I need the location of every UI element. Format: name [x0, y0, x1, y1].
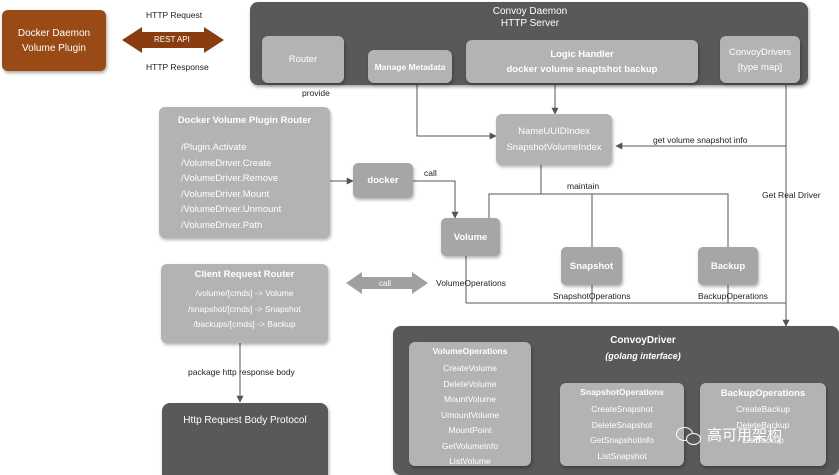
maintain-line [488, 165, 542, 218]
provide-label: provide [302, 88, 330, 98]
volume-op-item: CreateVolume [443, 363, 497, 373]
logic-handler-line1: Logic Handler [550, 48, 614, 60]
volume-op-item: GetVolumeInfo [441, 440, 499, 451]
snapshot-operations-label: SnapshotOperations [553, 291, 631, 301]
snapshot-box[interactable]: Snapshot [561, 247, 622, 285]
volume-label: Volume [453, 231, 488, 243]
index-box[interactable]: NameUUIDIndex SnapshotVolumeIndex [496, 114, 612, 165]
plugin-route-item: /Plugin.Activate [181, 142, 247, 153]
convoy-drivers-line1: ConvoyDrivers [728, 46, 792, 58]
manage-metadata-box[interactable]: Manage Metadata [368, 50, 452, 83]
volume-ops-list: CreateVolume DeleteVolume MountVolume Um… [409, 361, 531, 470]
convoy-daemon-http-server: Convoy Daemon HTTP Server Router Manage … [250, 2, 808, 85]
get-driver-label: Get Real Driver [762, 190, 821, 200]
router-box[interactable]: Router [262, 36, 344, 83]
backup-operations-box: BackupOperations CreateBackup DeleteBack… [700, 383, 826, 466]
plugin-label-line1: Docker Daemon [17, 27, 91, 39]
backup-box[interactable]: Backup [698, 247, 758, 285]
logic-handler-box[interactable]: Logic Handler docker volume snaptshot ba… [466, 40, 698, 83]
backup-ops-list: CreateBackup DeleteBackup ListBackup [700, 402, 826, 449]
get-info-label: get volume snapshot info [653, 135, 748, 145]
docker-volume-plugin-router: Docker Volume Plugin Router /Plugin.Acti… [159, 107, 330, 238]
snapshot-ops-title: SnapshotOperations [580, 387, 664, 397]
watermark: 高可用架构 [676, 424, 782, 445]
plugin-route-item: /VolumeDriver.Path [181, 219, 263, 231]
maintain-backup-line [592, 193, 729, 247]
backup-op-item: DeleteBackup [736, 419, 790, 430]
volume-box[interactable]: Volume [441, 218, 500, 256]
client-route-item: /backups/[cmds] -> Backup [193, 319, 296, 329]
snapshot-op-item: GetSnapshotInfo [590, 435, 654, 445]
volume-op-item: UmountVolume [440, 409, 500, 420]
http-response-label: HTTP Response [146, 62, 209, 72]
volume-ops-title: VolumeOperations [432, 346, 508, 356]
manage-metadata-label: Manage Metadata [374, 61, 446, 72]
client-route-item: /volume/[cmds] -> Volume [195, 288, 294, 298]
maintain-label: maintain [567, 181, 600, 191]
snapshot-op-item: ListSnapshot [597, 450, 647, 461]
metadata-to-index-line [416, 85, 497, 140]
plugin-router-title: Docker Volume Plugin Router [177, 115, 312, 126]
watermark-text: 高可用架构 [707, 426, 783, 444]
snapshot-ops-list: CreateSnapshot DeleteSnapshot GetSnapsho… [560, 402, 684, 464]
server-title-line2: HTTP Server [500, 18, 560, 29]
snapshot-operations-box: SnapshotOperations CreateSnapshot Delete… [560, 383, 684, 466]
plugin-label-line2: Volume Plugin [22, 42, 86, 54]
client-router-list: /volume/[cmds] -> Volume /snapshot/[cmds… [161, 286, 328, 333]
backup-operations-label: BackupOperations [698, 291, 768, 301]
backup-op-item: CreateBackup [736, 404, 790, 414]
docker-label: docker [367, 175, 399, 186]
plugin-route-item: /VolumeDriver.Unmount [181, 204, 282, 215]
volume-op-item: MountVolume [444, 394, 496, 404]
http-body-protocol-box[interactable]: Http Request Body Protocol [162, 403, 328, 475]
client-route-item: /snapshot/[cmds] -> Snapshot [188, 303, 301, 314]
docker-box[interactable]: docker [353, 163, 413, 198]
backup-op-item: ListBackup [742, 435, 784, 445]
convoy-driver-box: ConvoyDriver (golang interface) VolumeOp… [393, 326, 839, 475]
convoy-driver-title: ConvoyDriver [610, 335, 676, 346]
plugin-router-list: /Plugin.Activate /VolumeDriver.Create /V… [181, 140, 281, 233]
call-label-2: call [379, 279, 392, 288]
call-arrow [346, 272, 428, 294]
client-router-title: Client Request Router [194, 269, 295, 280]
convoy-drivers-line2: [type map] [737, 61, 783, 73]
volume-op-item: MountPoint [448, 425, 492, 435]
package-label: package http response body [188, 367, 295, 377]
http-request-label: HTTP Request [146, 10, 203, 20]
backup-label: Backup [710, 260, 746, 272]
convoy-driver-subtitle: (golang interface) [605, 351, 681, 361]
plugin-route-item: /VolumeDriver.Remove [181, 173, 279, 184]
logic-handler-line2: docker volume snaptshot backup [506, 63, 658, 75]
rest-api-label: REST API [154, 35, 190, 44]
index-line1: NameUUIDIndex [518, 125, 590, 137]
router-label: Router [288, 54, 318, 65]
rest-api-arrow [122, 27, 224, 53]
docker-daemon-volume-plugin[interactable]: Docker Daemon Volume Plugin [2, 10, 106, 71]
convoy-drivers-box[interactable]: ConvoyDrivers [type map] [720, 36, 800, 83]
maintain-snapshot-line [541, 193, 593, 247]
wechat-icon [676, 425, 702, 445]
volume-operations-box: VolumeOperations CreateVolume DeleteVolu… [409, 342, 531, 466]
snapshot-op-item: DeleteSnapshot [591, 419, 653, 430]
call-label-1: call [424, 168, 437, 178]
docker-to-volume-line [413, 180, 459, 219]
server-title: Convoy Daemon HTTP Server [470, 6, 590, 30]
plugin-route-item: /VolumeDriver.Mount [181, 188, 270, 200]
protocol-label: Http Request Body Protocol [183, 415, 307, 426]
backup-ops-title: BackupOperations [720, 388, 806, 399]
volume-op-item: ListVolume [449, 456, 491, 466]
client-request-router: Client Request Router /volume/[cmds] -> … [161, 264, 328, 343]
snapshot-op-item: CreateSnapshot [591, 404, 653, 414]
plugin-route-item: /VolumeDriver.Create [181, 157, 272, 169]
index-line2: SnapshotVolumeIndex [506, 141, 602, 153]
snapshot-label: Snapshot [569, 260, 614, 272]
volume-op-item: DeleteVolume [443, 378, 497, 389]
volume-operations-label: VolumeOperations [436, 278, 506, 288]
server-title-line1: Convoy Daemon [492, 6, 568, 17]
